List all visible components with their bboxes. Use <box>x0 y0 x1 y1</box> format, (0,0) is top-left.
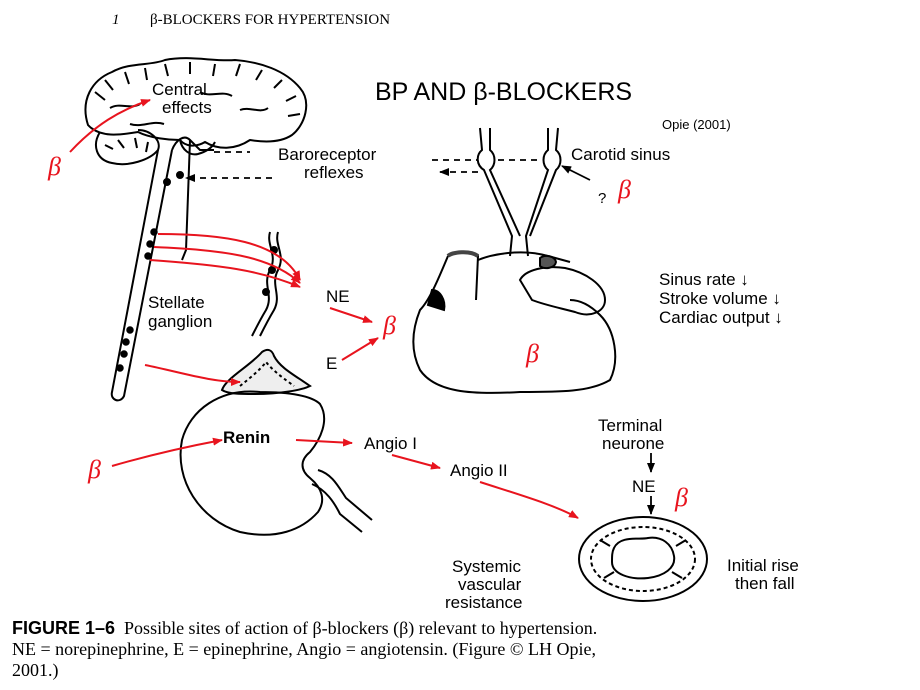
arrow-cord-to-ne-1 <box>157 233 301 281</box>
ne-label-right: NE <box>632 477 656 496</box>
cord-nerve-roots <box>116 228 158 372</box>
sinus-rate-label: Sinus rate ↓ <box>659 270 749 289</box>
arrow-angio1-to-angio2 <box>391 454 441 470</box>
stellate-line2: ganglion <box>148 312 212 331</box>
spinal-cord <box>110 136 214 402</box>
adrenal-gland <box>220 348 312 396</box>
caption-figure-label: FIGURE 1–6 <box>12 618 116 638</box>
arrow-cord-to-ne-2 <box>153 246 301 284</box>
page-number: 1 <box>112 12 120 28</box>
ne-label-left: NE <box>326 287 350 306</box>
beta-heart: β <box>525 339 539 368</box>
caption-line2: NE = norepinephrine, E = epinephrine, An… <box>12 639 597 659</box>
arrow-beta-to-renin <box>111 437 223 467</box>
svr-line1: Systemic <box>452 557 521 576</box>
cardiac-output-label: Cardiac output ↓ <box>659 308 783 327</box>
angio1-label: Angio I <box>364 434 417 453</box>
baroreceptor-line2: reflexes <box>304 163 364 182</box>
brain-illustration <box>84 57 308 166</box>
beta-neurone: β <box>674 483 688 512</box>
carotid-artery <box>476 127 562 257</box>
arrow-renin-to-angio1 <box>295 438 353 447</box>
stellate-line1: Stellate <box>148 293 205 312</box>
angio2-label: Angio II <box>450 461 508 480</box>
caption-line1: FIGURE 1–6 Possible sites of action of β… <box>12 618 912 639</box>
running-title: β-BLOCKERS FOR HYPERTENSION <box>150 12 390 28</box>
citation: Opie (2001) <box>662 117 731 132</box>
kidney-illustration <box>179 390 373 536</box>
stroke-volume-label: Stroke volume ↓ <box>659 289 781 308</box>
e-label: E <box>326 354 337 373</box>
arrow-angio2-to-vessel <box>479 481 579 519</box>
terminal-neurone-line2: neurone <box>602 434 664 453</box>
beta-renin: β <box>87 455 101 484</box>
arrow-cord-to-ne-3 <box>149 259 301 288</box>
beta-symbols: β β β β β β <box>47 152 688 512</box>
sympathetic-chain <box>251 231 282 337</box>
caption-line3: 2001.) <box>12 660 59 680</box>
arrow-cord-to-adrenal <box>144 364 241 386</box>
beta-carotid: β <box>617 175 631 204</box>
central-effects-line1: Central <box>152 80 207 99</box>
initial-rise-line1: Initial rise <box>727 556 799 575</box>
figure-caption: FIGURE 1–6 Possible sites of action of β… <box>12 618 912 681</box>
question-mark: ? <box>598 190 606 207</box>
arrow-e-to-beta <box>341 337 379 361</box>
arrow-ne-to-beta <box>329 307 373 323</box>
diagram-title: BP AND β-BLOCKERS <box>375 78 632 106</box>
caption-text-1: Possible sites of action of β-blockers (… <box>124 618 598 638</box>
carotid-sinus-label: Carotid sinus <box>571 145 670 164</box>
initial-rise-line2: then fall <box>735 574 795 593</box>
vessel-cross-section <box>578 516 708 602</box>
beta-adrenergic: β <box>382 311 396 340</box>
beta-central: β <box>47 152 61 181</box>
black-arrows <box>185 151 655 515</box>
renin-label: Renin <box>223 428 270 447</box>
heart-illustration <box>412 250 617 394</box>
svr-line2: vascular <box>458 575 522 594</box>
svr-line3: resistance <box>445 593 522 612</box>
arrow-to-carotid-sinus <box>561 165 591 181</box>
red-arrows <box>69 99 579 519</box>
terminal-neurone-line1: Terminal <box>598 416 662 435</box>
central-effects-line2: effects <box>162 98 212 117</box>
arrow-central-effects <box>69 99 151 153</box>
baroreceptor-line1: Baroreceptor <box>278 145 377 164</box>
